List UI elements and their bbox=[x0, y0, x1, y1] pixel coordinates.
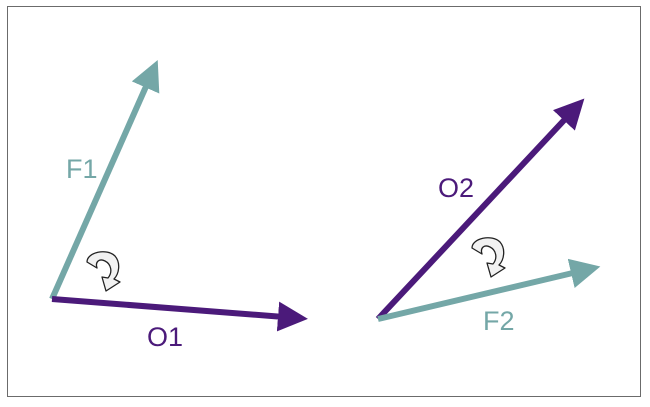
vector-f1-label: F1 bbox=[66, 154, 98, 184]
vector-f2-arrow bbox=[377, 258, 601, 322]
curved-arrow-icon bbox=[471, 237, 506, 278]
curved-arrow-icon bbox=[86, 251, 121, 292]
diagram-frame bbox=[7, 6, 641, 397]
vector-o2-label: O2 bbox=[438, 173, 474, 203]
vector-group-2: O2 F2 bbox=[375, 98, 601, 336]
vector-group-1: F1 O1 bbox=[49, 60, 308, 352]
vector-f2-label: F2 bbox=[483, 306, 515, 336]
vector-o1-label: O1 bbox=[147, 322, 183, 352]
vector-o1-arrow bbox=[51, 296, 308, 332]
vector-f1-arrow bbox=[49, 60, 160, 301]
vector-o2-arrow bbox=[375, 98, 585, 322]
